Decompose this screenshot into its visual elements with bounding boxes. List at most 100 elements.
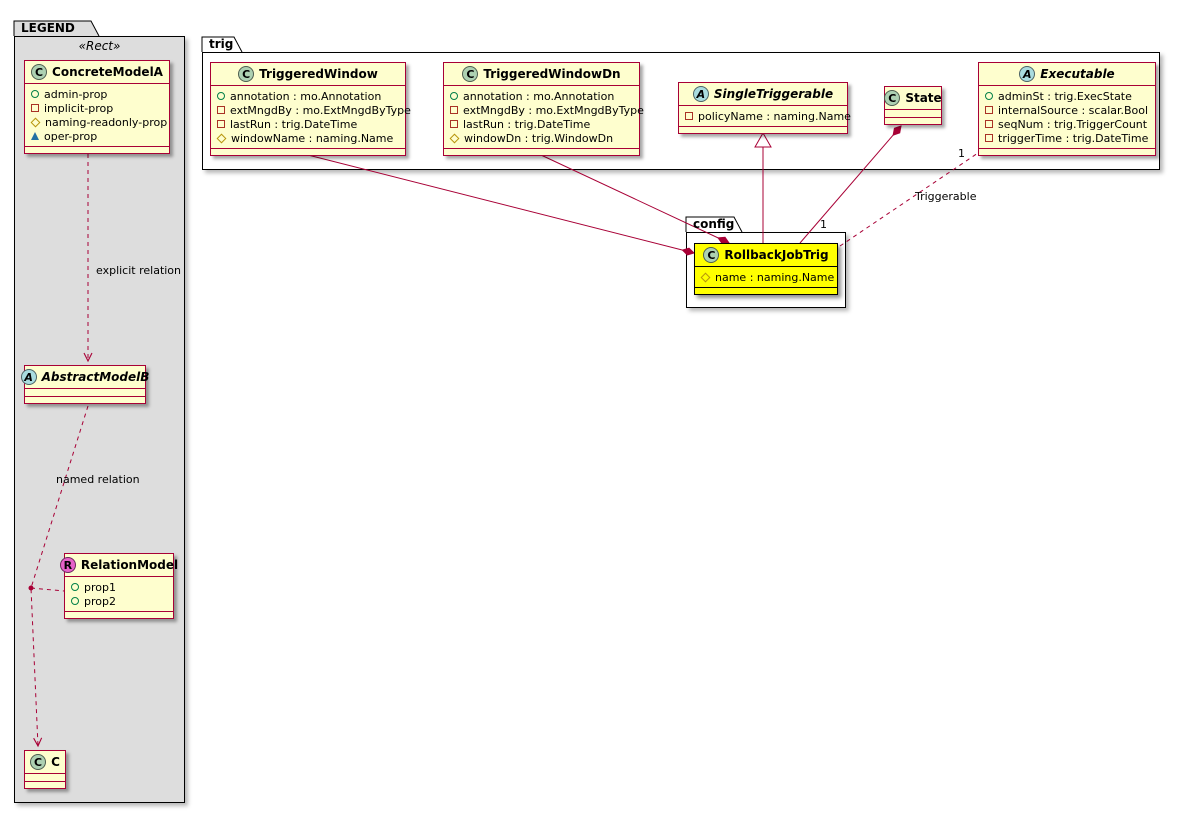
class-state: C State: [884, 86, 942, 125]
class-name: RollbackJobTrig: [724, 248, 829, 262]
attribute-row: prop1: [65, 580, 173, 594]
class-badge-icon: C: [31, 64, 48, 80]
attribute-text: implicit-prop: [44, 101, 114, 115]
class-header: C State: [884, 87, 942, 110]
class-name: Executable: [1040, 67, 1115, 81]
private-visibility-icon: [985, 134, 993, 142]
attribute-row: windowDn : trig.WindowDn: [444, 131, 639, 145]
class-badge-icon: C: [238, 66, 255, 82]
class-name: RelationModel: [80, 558, 179, 572]
private-visibility-icon: [31, 104, 39, 112]
abstract-badge-icon: A: [20, 369, 37, 385]
public-visibility-icon: [71, 597, 79, 605]
methods-section: [65, 611, 173, 618]
attribute-row: policyName : naming.Name: [679, 109, 851, 123]
class-badge-icon: C: [884, 90, 901, 106]
attribute-text: annotation : mo.Annotation: [463, 89, 615, 103]
class-name: State: [905, 91, 942, 105]
attribute-row: lastRun : trig.DateTime: [211, 117, 405, 131]
attribute-text: annotation : mo.Annotation: [230, 89, 382, 103]
attribute-text: triggerTime : trig.DateTime: [998, 131, 1149, 145]
attribute-text: prop1: [84, 580, 116, 594]
association-triggerable: [839, 152, 979, 247]
composition-triggeredwindow-rollback: [307, 154, 695, 256]
composition-triggeredwindowdn-rollback: [540, 154, 730, 245]
class-header: A Executable: [979, 63, 1155, 86]
legend-package-label: LEGEND: [21, 21, 75, 35]
class-singletriggerable: A SingleTriggerable policyName : naming.…: [678, 82, 851, 134]
class-name: SingleTriggerable: [713, 87, 834, 101]
package-visibility-icon: [31, 132, 39, 140]
attributes-section: adminSt : trig.ExecState internalSource …: [979, 86, 1155, 148]
attribute-row: implicit-prop: [25, 101, 169, 115]
attribute-text: name : naming.Name: [715, 270, 835, 284]
public-visibility-icon: [31, 90, 39, 98]
methods-section: [679, 126, 847, 133]
relation-badge-icon: R: [59, 557, 76, 573]
attribute-row: adminSt : trig.ExecState: [979, 89, 1155, 103]
attribute-row: windowName : naming.Name: [211, 131, 405, 145]
methods-section: [695, 287, 837, 294]
legend-package-tab-shape: [13, 20, 100, 37]
relation-junction-dot: [28, 585, 34, 591]
private-visibility-icon: [217, 106, 225, 114]
attributes-section: prop1 prop2: [65, 577, 173, 611]
attribute-row: naming-readonly-prop: [25, 115, 169, 129]
class-c: C C: [24, 750, 66, 789]
attribute-text: oper-prop: [44, 129, 98, 143]
methods-section: [979, 148, 1155, 155]
attribute-row: seqNum : trig.TriggerCount: [979, 117, 1155, 131]
class-triggeredwindowdn: C TriggeredWindowDn annotation : mo.Anno…: [443, 62, 644, 156]
public-visibility-icon: [71, 583, 79, 591]
attributes-section: annotation : mo.Annotation extMngdBy : m…: [444, 86, 644, 148]
attribute-row: triggerTime : trig.DateTime: [979, 131, 1155, 145]
methods-section: [211, 148, 405, 155]
named-relation-label: named relation: [56, 473, 140, 486]
named-relation-arrow: [30, 405, 89, 748]
explicit-relation-label: explicit relation: [96, 264, 182, 277]
attribute-text: naming-readonly-prop: [45, 115, 168, 129]
public-visibility-icon: [985, 92, 993, 100]
class-triggeredwindow: C TriggeredWindow annotation : mo.Annota…: [210, 62, 411, 156]
attribute-row: prop2: [65, 594, 173, 608]
class-badge-icon: C: [462, 66, 479, 82]
class-relationmodel: R RelationModel prop1 prop2: [59, 553, 178, 619]
class-name: AbstractModelB: [41, 370, 150, 384]
triggerable-edge-label: Triggerable: [915, 190, 977, 203]
class-badge-icon: C: [703, 247, 720, 263]
attributes-section: policyName : naming.Name: [679, 106, 851, 126]
attribute-row: annotation : mo.Annotation: [211, 89, 405, 103]
attribute-row: admin-prop: [25, 87, 169, 101]
relationmodel-link: [30, 587, 65, 592]
class-header: A SingleTriggerable: [679, 83, 847, 106]
class-header: C RollbackJobTrig: [695, 244, 837, 267]
private-visibility-icon: [450, 106, 458, 114]
class-header: A AbstractModelB: [20, 366, 149, 389]
abstract-badge-icon: A: [692, 86, 709, 102]
private-visibility-icon: [685, 112, 693, 120]
attribute-row: name : naming.Name: [695, 270, 837, 284]
class-name: TriggeredWindowDn: [483, 67, 621, 81]
trig-package-label: trig: [209, 37, 234, 51]
class-header: C ConcreteModelA: [25, 61, 169, 84]
class-rollbackjobtrig: C RollbackJobTrig name : naming.Name: [694, 243, 838, 295]
attribute-text: policyName : naming.Name: [698, 109, 851, 123]
class-header: R RelationModel: [59, 554, 178, 577]
legend-stereotype: «Rect»: [78, 39, 121, 53]
attribute-text: extMngdBy : mo.ExtMngdByType: [463, 103, 644, 117]
methods-section: [25, 146, 169, 153]
attributes-section: [25, 389, 145, 396]
attribute-text: internalSource : scalar.Bool: [998, 103, 1149, 117]
attribute-text: lastRun : trig.DateTime: [230, 117, 358, 131]
multiplicity-executable: 1: [958, 147, 965, 160]
protected-visibility-icon: [216, 133, 227, 143]
attribute-row: annotation : mo.Annotation: [444, 89, 639, 103]
class-badge-icon: C: [30, 754, 47, 770]
class-name: TriggeredWindow: [259, 67, 378, 81]
class-name: ConcreteModelA: [52, 65, 163, 79]
attribute-row: lastRun : trig.DateTime: [444, 117, 639, 131]
config-package-tab-shape: [685, 216, 743, 233]
attribute-text: extMngdBy : mo.ExtMngdByType: [230, 103, 411, 117]
attribute-text: windowDn : trig.WindowDn: [464, 131, 614, 145]
legend-package-body: [14, 36, 185, 803]
